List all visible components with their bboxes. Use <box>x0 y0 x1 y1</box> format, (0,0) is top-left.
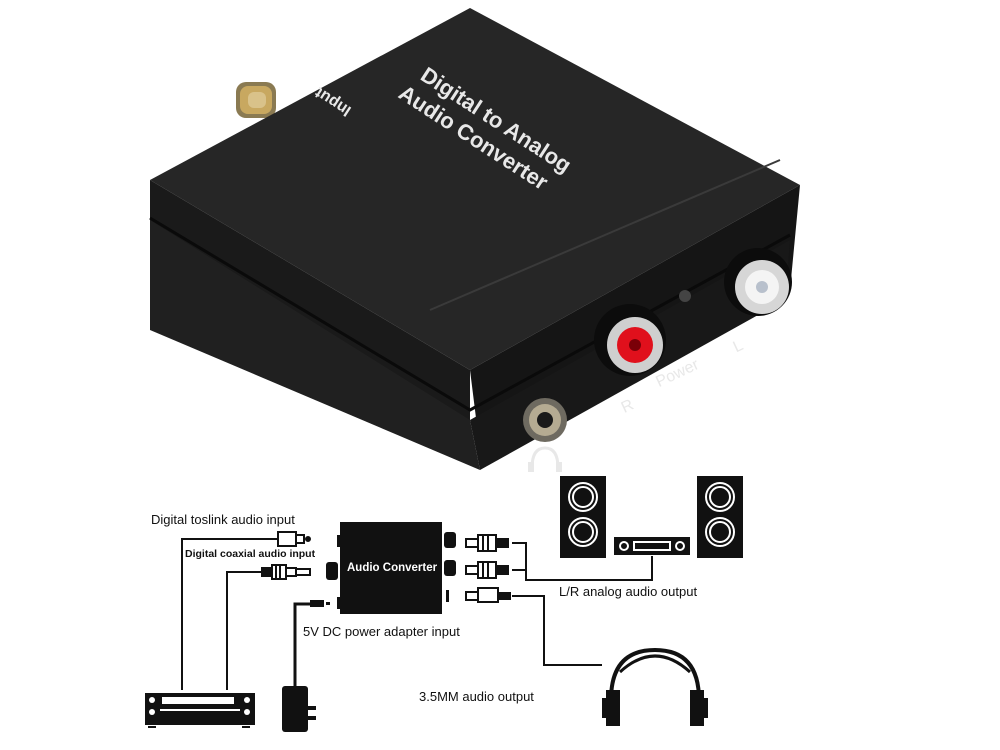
power-adapter-icon <box>282 686 316 732</box>
label-dc-power-input: 5V DC power adapter input <box>303 624 460 639</box>
converter-box <box>340 522 442 614</box>
converter-device-illustration <box>149 8 800 472</box>
power-led <box>679 290 691 302</box>
coaxial-plug-icon <box>261 564 311 580</box>
converter-box-label: Audio Converter <box>347 562 438 574</box>
headphones-icon <box>602 647 708 726</box>
headphone-jack <box>523 398 567 442</box>
rca-output-plug-left <box>465 534 509 552</box>
dvd-player-icon <box>145 693 255 728</box>
rca-output-plug-right <box>465 561 509 579</box>
product-photo: Digital to Analog Audio Converter Input … <box>140 0 800 490</box>
rca-right-jack <box>594 304 666 376</box>
dc-plug-icon <box>310 600 330 607</box>
toslink-plug-icon <box>277 531 311 547</box>
mini-jack-output-plug <box>465 587 511 603</box>
wiring-diagram: Audio Converter Digital toslink audio in… <box>0 470 1000 750</box>
speakers-amplifier-icon <box>560 476 743 558</box>
label-lr-analog-output: L/R analog audio output <box>559 584 698 599</box>
headphone-icon <box>530 446 560 469</box>
label-35mm-output: 3.5MM audio output <box>419 689 534 704</box>
label-coaxial-input: Digital coaxial audio input <box>185 548 316 560</box>
label-toslink-input: Digital toslink audio input <box>151 512 295 527</box>
rear-coaxial-input-jack <box>236 82 276 118</box>
rca-left-jack <box>724 248 792 316</box>
